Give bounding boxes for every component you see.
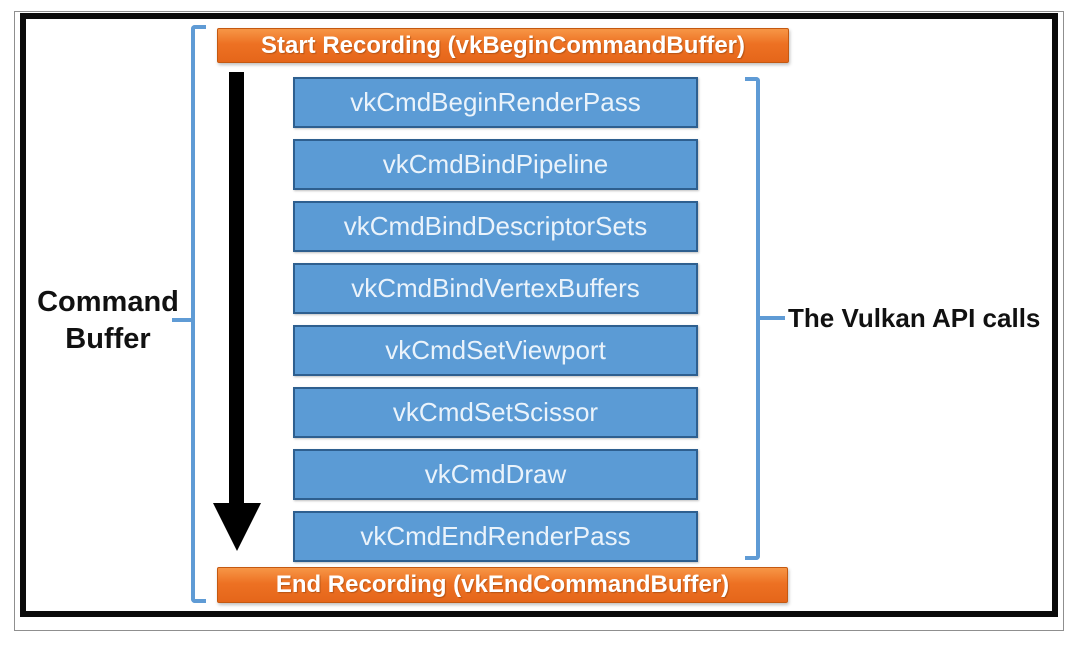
command-buffer-label-line1: Command <box>37 286 179 318</box>
command-buffer-label: Command Buffer <box>18 284 198 358</box>
vulkan-api-calls-label: The Vulkan API calls <box>788 303 1041 333</box>
api-call-box-vkCmdDraw: vkCmdDraw <box>293 449 698 500</box>
api-call-stack: vkCmdBeginRenderPass vkCmdBindPipeline v… <box>293 77 698 562</box>
api-call-box-vkCmdBindDescriptorSets: vkCmdBindDescriptorSets <box>293 201 698 252</box>
api-call-box-vkCmdBindPipeline: vkCmdBindPipeline <box>293 139 698 190</box>
command-buffer-bracket-tick <box>172 318 193 322</box>
api-calls-bracket-tick <box>758 316 785 320</box>
end-recording-bar: End Recording (vkEndCommandBuffer) <box>217 567 788 603</box>
down-arrow-head <box>213 503 261 551</box>
api-call-box-vkCmdSetScissor: vkCmdSetScissor <box>293 387 698 438</box>
api-call-box-vkCmdBeginRenderPass: vkCmdBeginRenderPass <box>293 77 698 128</box>
api-call-box-vkCmdBindVertexBuffers: vkCmdBindVertexBuffers <box>293 263 698 314</box>
command-buffer-label-line2: Buffer <box>65 323 151 355</box>
command-buffer-bracket <box>191 25 206 603</box>
start-recording-bar: Start Recording (vkBeginCommandBuffer) <box>217 28 789 63</box>
down-arrow-shaft <box>229 72 244 504</box>
api-call-box-vkCmdSetViewport: vkCmdSetViewport <box>293 325 698 376</box>
api-call-box-vkCmdEndRenderPass: vkCmdEndRenderPass <box>293 511 698 562</box>
